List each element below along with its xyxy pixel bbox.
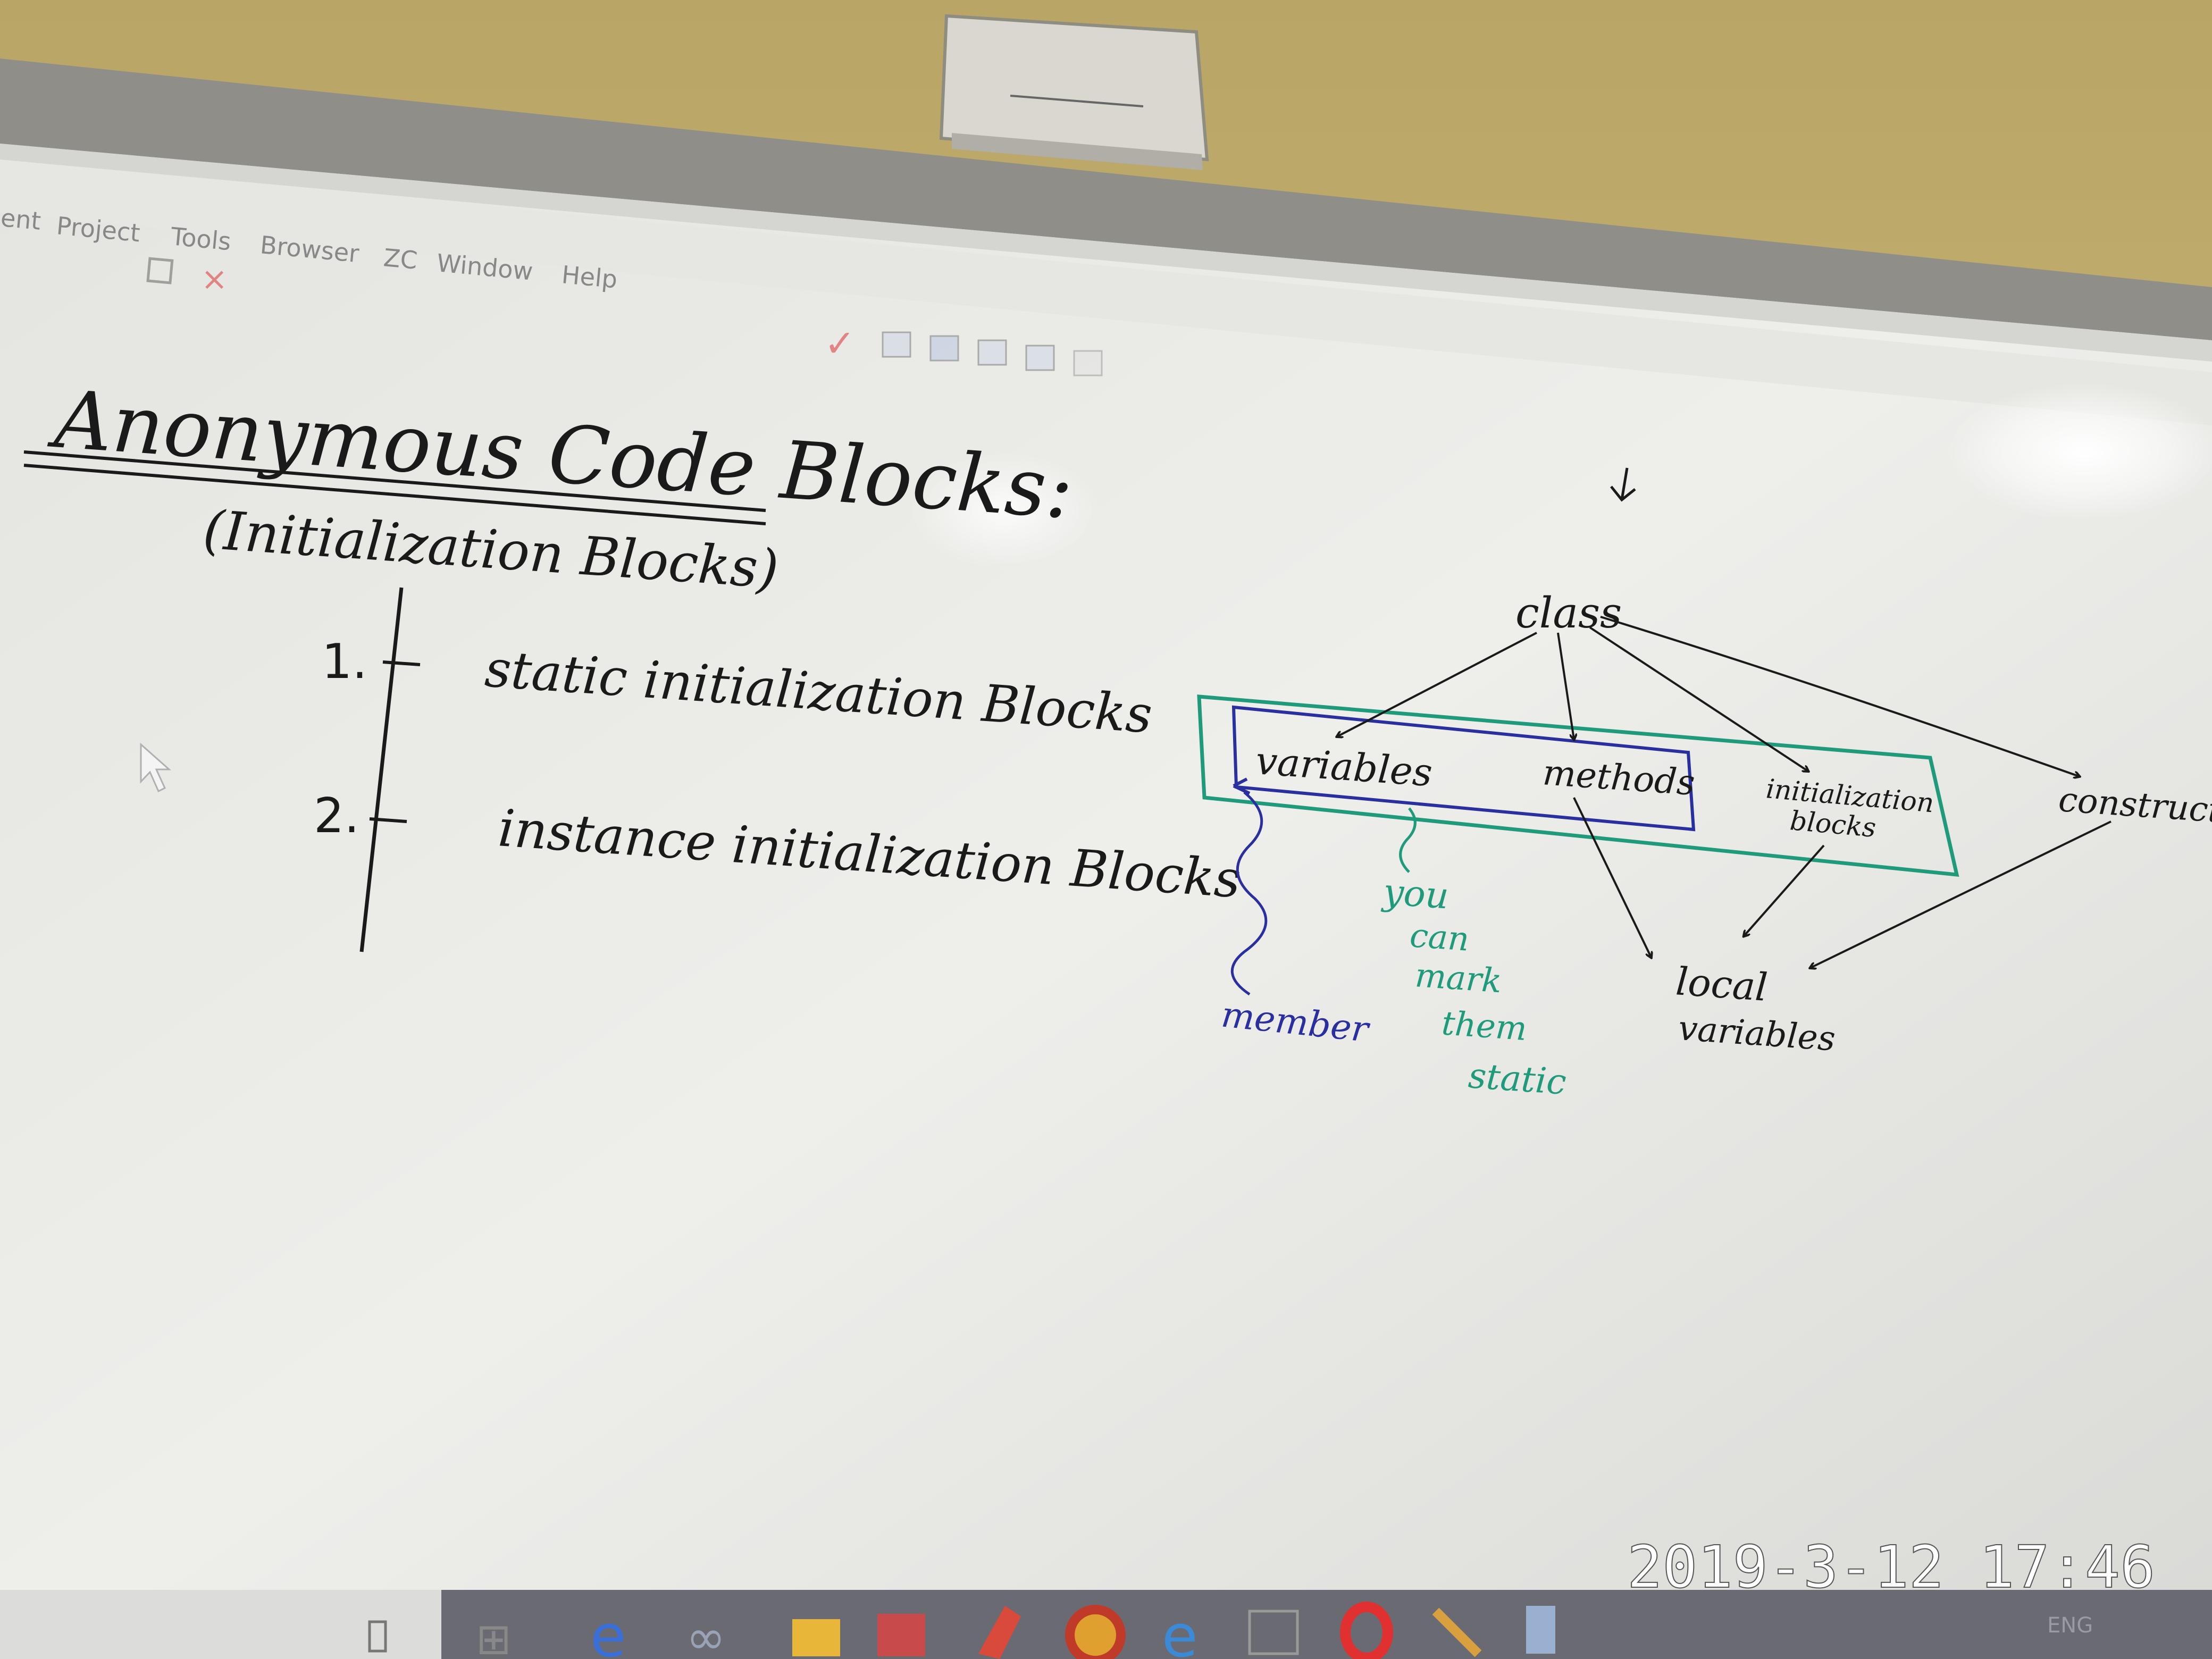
diagram-root: class	[1515, 588, 1622, 638]
usb-icon[interactable]	[368, 1620, 387, 1653]
arrow-class-variables	[1337, 632, 1537, 736]
toolbar-icon[interactable]	[977, 339, 1007, 366]
menu-item-ent[interactable]: ent	[0, 203, 42, 236]
list-number-2: 2.	[314, 788, 359, 844]
cursor-icon	[140, 742, 171, 793]
diagram-init-line2: blocks	[1789, 805, 1878, 843]
windows-icon[interactable]: ⊞	[476, 1614, 512, 1659]
tray-language[interactable]: ENG	[2047, 1613, 2093, 1638]
arrow-constructors-local	[1811, 820, 2112, 968]
note-line-3: mark	[1414, 956, 1503, 1000]
list-number-1: 1.	[322, 634, 367, 690]
toolbar: × ✓	[146, 257, 1103, 376]
toolbar-icon[interactable]	[929, 335, 959, 362]
note-line-5: static	[1467, 1055, 1568, 1103]
toolbar-icon[interactable]	[1025, 345, 1055, 371]
member-arrowhead	[1233, 777, 1251, 795]
menu-item-help[interactable]: Help	[560, 260, 618, 294]
taskbar: ⊞ e ∞ e ENG	[0, 1590, 2212, 1659]
pen-icon[interactable]	[1432, 1607, 1482, 1657]
toolbar-close-icon[interactable]: ×	[201, 261, 228, 298]
window-icon[interactable]	[1248, 1610, 1299, 1655]
diagram-local-line1: local	[1674, 959, 1769, 1010]
menu-item-tools[interactable]: Tools	[169, 222, 232, 256]
blue-box	[1231, 705, 1696, 832]
ie-icon[interactable]: e	[1162, 1602, 1198, 1659]
opera-icon[interactable]	[1340, 1602, 1393, 1659]
chrome-icon[interactable]	[1065, 1605, 1126, 1659]
toolbar-icon[interactable]	[882, 331, 911, 358]
toolbar-check-icon[interactable]: ✓	[824, 322, 856, 365]
folder-icon[interactable]	[792, 1619, 840, 1656]
list-vertical-line	[359, 587, 404, 952]
toolbar-square-icon[interactable]	[146, 257, 174, 284]
member-squiggle	[1230, 791, 1268, 996]
arrow-class-init	[1589, 626, 1808, 771]
edge-icon[interactable]: e	[590, 1602, 626, 1659]
green-box	[1197, 694, 1959, 877]
board-surface	[0, 144, 2212, 1659]
photo-timestamp: 2019-3-12 17:46	[1627, 1533, 2155, 1601]
note-line-2: can	[1409, 916, 1470, 959]
arrow-class-methods	[1557, 632, 1574, 739]
arrow-methods-local	[1573, 797, 1651, 957]
arrow-class-constructors	[1600, 616, 2079, 776]
projector-icon	[939, 14, 1209, 170]
arrow-marker	[1610, 467, 1636, 502]
store-icon[interactable]	[877, 1614, 925, 1656]
note-squiggle	[1399, 807, 1417, 873]
phone-icon[interactable]	[1526, 1606, 1555, 1654]
note-line-1: you	[1380, 871, 1450, 918]
note-line-4: them	[1440, 1003, 1528, 1048]
light-glare	[1946, 383, 2212, 521]
light-glare	[909, 452, 1101, 569]
arrow-init-local	[1744, 844, 1825, 936]
title-underline	[23, 450, 766, 525]
menu-item-zc[interactable]: ZC	[382, 243, 418, 275]
paint-icon[interactable]	[978, 1606, 1021, 1659]
infinity-icon[interactable]: ∞	[686, 1610, 726, 1659]
toolbar-icon[interactable]	[1073, 350, 1103, 376]
menu-bar: ent Project Tools Browser ZC Window Help	[0, 160, 2212, 425]
